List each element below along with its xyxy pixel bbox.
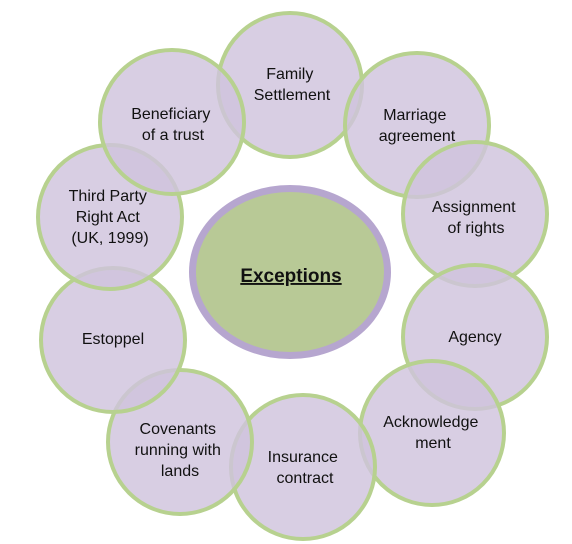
label-line: Agency <box>448 329 501 346</box>
label-beneficiary-of-trust: Beneficiary of a trust <box>131 106 215 144</box>
label-line: ment <box>415 435 451 452</box>
label-line: Acknowledge <box>383 414 478 431</box>
outer-circles-layer <box>36 11 549 541</box>
label-insurance-contract: Insurance contract <box>268 449 343 487</box>
label-estoppel: Estoppel <box>82 331 144 348</box>
center-core <box>196 192 384 352</box>
label-line: of rights <box>448 220 505 237</box>
label-third-party-right-act: Third Party Right Act (UK, 1999) <box>69 188 152 247</box>
label-line: Right Act <box>76 209 141 226</box>
label-line: contract <box>277 470 334 487</box>
circle-acknowledgement <box>358 359 506 507</box>
center-label: Exceptions <box>240 266 341 287</box>
label-line: Covenants <box>140 421 217 438</box>
label-line: agreement <box>379 128 456 145</box>
label-line: (UK, 1999) <box>71 230 148 247</box>
label-line: Estoppel <box>82 331 144 348</box>
circle-insurance-contract <box>229 393 377 541</box>
label-line: Beneficiary <box>131 106 210 123</box>
label-agency: Agency <box>448 329 501 346</box>
label-line: of a trust <box>142 127 205 144</box>
label-line: Marriage <box>383 107 446 124</box>
label-assignment-of-rights: Assignment of rights <box>432 199 520 237</box>
label-line: lands <box>161 463 199 480</box>
outer-labels-layer: Family Settlement Marriage agreement Ass… <box>69 66 520 487</box>
label-covenants: Covenants running with lands <box>135 421 226 480</box>
circle-beneficiary-of-trust <box>98 48 246 196</box>
center-hub: Exceptions <box>189 185 391 359</box>
label-acknowledgement: Acknowledge ment <box>383 414 483 452</box>
label-line: Settlement <box>254 87 331 104</box>
label-line: Third Party <box>69 188 147 205</box>
label-line: Insurance <box>268 449 338 466</box>
label-line: Family <box>266 66 313 83</box>
label-line: Assignment <box>432 199 516 216</box>
label-line: running with <box>135 442 221 459</box>
label-marriage-agreement: Marriage agreement <box>379 107 456 145</box>
label-family-settlement: Family Settlement <box>254 66 331 104</box>
